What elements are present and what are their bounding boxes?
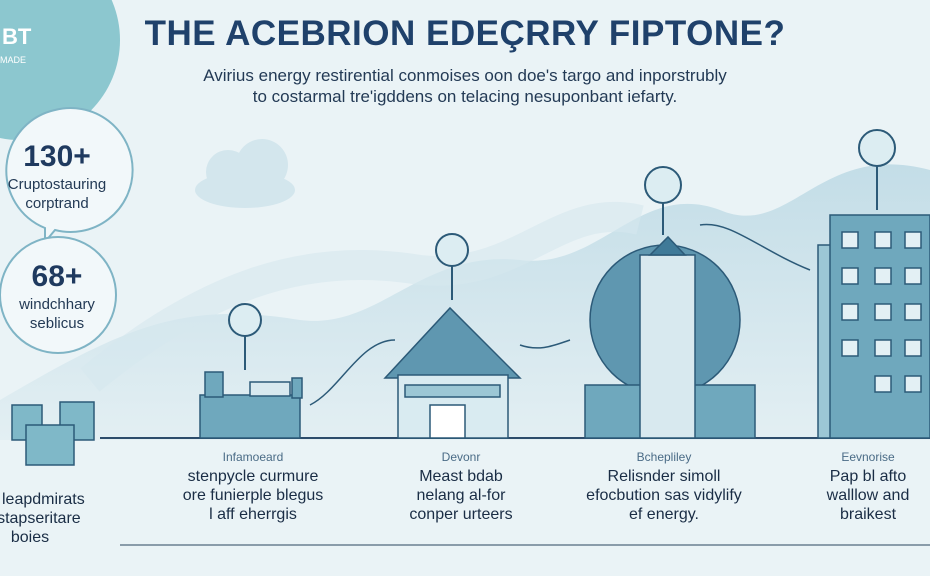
page-title: THE ACEBRION EDEÇRRY FIPTONE?	[144, 14, 786, 53]
left-note: 2.4 leapdmirats of stapseritare boies	[0, 490, 105, 547]
column-line: nelang al-for	[416, 487, 506, 504]
storage-boxes-icon	[11, 401, 95, 466]
column-line: Meast bdab	[419, 468, 503, 485]
column-caption: Infamoeard	[222, 450, 284, 464]
column-caption: Bchepliley	[636, 450, 692, 464]
stat-label: seblicus	[29, 315, 85, 332]
tower-icon	[584, 235, 756, 439]
corner-circle	[0, 0, 120, 140]
stat-label: windchhary	[19, 296, 95, 313]
stat-value: 130+	[23, 140, 91, 173]
subtitle-line: to costarmal tre'igddens on telacing nes…	[252, 87, 678, 106]
column-caption: Eevnorise	[841, 450, 895, 464]
corner-badge-subtitle: MADE	[0, 55, 27, 65]
left-note-line: boies	[10, 529, 50, 546]
left-note-line: of stapseritare	[0, 510, 81, 527]
column-eevnorise: Eevnorise Pap bl afto walllow and braike…	[768, 450, 930, 524]
connector-arrows	[309, 223, 811, 406]
house-icon	[383, 306, 522, 439]
left-note-line: 2.4 leapdmirats	[0, 491, 85, 508]
column-line: braikest	[839, 506, 897, 523]
column-line: l aff eherrgis	[209, 506, 297, 523]
column-line: efocbution sas vidylify	[586, 487, 742, 504]
subtitle-line: Avirius energy restirential conmoises oo…	[203, 66, 727, 85]
corner-badge-title: BT	[2, 24, 32, 49]
stat-label: corptrand	[25, 195, 89, 212]
stat-label: Cruptostauring	[7, 176, 107, 193]
column-line: conper urteers	[409, 506, 513, 523]
stat-value: 68+	[31, 260, 83, 293]
column-infamoeard: Infamoeard stenpycle curmure ore funierp…	[153, 450, 353, 524]
column-caption: Devonr	[441, 450, 481, 464]
column-devonr: Devonr Meast bdab nelang al-for conper u…	[361, 450, 561, 524]
cloud-icon	[195, 139, 295, 208]
column-line: ef energy.	[629, 506, 699, 523]
column-bchepliley: Bchepliley Relisnder simoll efocbution s…	[564, 450, 764, 524]
location-pins	[228, 129, 896, 370]
skyscraper-icon	[817, 214, 930, 439]
column-line: walllow and	[826, 487, 910, 504]
column-line: Relisnder simoll	[607, 468, 721, 485]
stat-bubbles	[0, 107, 134, 354]
column-line: Pap bl afto	[829, 468, 907, 485]
factory-icon	[199, 371, 303, 439]
column-line: ore funierple blegus	[182, 487, 324, 504]
column-line: stenpycle curmure	[187, 468, 319, 485]
